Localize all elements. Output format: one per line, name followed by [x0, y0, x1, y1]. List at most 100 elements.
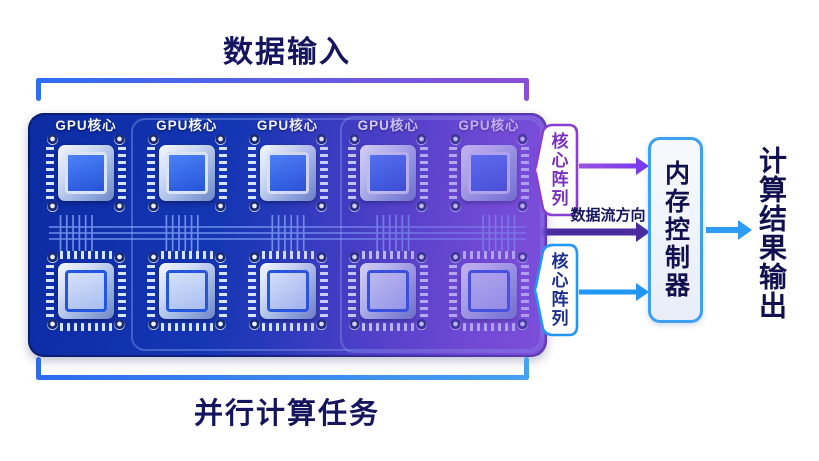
- chip-pins: [348, 265, 357, 317]
- chip-package: [58, 145, 114, 201]
- chip-package: [360, 145, 417, 201]
- chip-package: [158, 145, 215, 201]
- screw-icon: [416, 252, 428, 263]
- screw-icon: [450, 134, 461, 145]
- memory-controller-label: 内存控制器: [661, 160, 690, 300]
- gpu-core-row-bottom: [28, 251, 547, 351]
- screw-icon: [248, 134, 260, 145]
- chip-pins: [319, 265, 328, 317]
- arrow-head-icon: [636, 222, 650, 242]
- callout-shape: [533, 123, 579, 217]
- chip-die: [65, 152, 107, 194]
- bracket-leg-left: [36, 357, 41, 380]
- screw-icon: [416, 319, 428, 330]
- screw-icon: [47, 319, 58, 330]
- screw-icon: [517, 252, 528, 263]
- chip-pins: [46, 147, 54, 199]
- chip-pins: [160, 323, 213, 331]
- chip-pins: [261, 251, 314, 259]
- screw-icon: [315, 319, 327, 330]
- chip-package: [158, 263, 215, 319]
- data-flow-label: 数据流方向: [570, 207, 646, 224]
- bracket-bar: [36, 78, 529, 83]
- arrow-shaft: [706, 227, 741, 233]
- chip-pins: [146, 147, 155, 199]
- chip-pins: [118, 265, 126, 317]
- chip-pins: [160, 251, 213, 259]
- chip-pins: [449, 147, 457, 199]
- chip-pins: [146, 265, 155, 317]
- chip-package: [360, 263, 417, 319]
- chip-pins: [420, 265, 429, 317]
- chip-package: [58, 263, 114, 319]
- screw-icon: [315, 201, 327, 212]
- bracket-leg-right: [524, 78, 529, 101]
- gpu-core-chip: [143, 251, 231, 351]
- chip-package: [461, 145, 517, 201]
- circuit-traces: [48, 215, 527, 251]
- chip-pins: [247, 265, 256, 317]
- chip-pins: [60, 251, 112, 259]
- screw-icon: [349, 252, 361, 263]
- gpu-core-chip: [42, 251, 130, 351]
- chip-die: [165, 270, 208, 312]
- data-input-title: 数据输入: [223, 36, 351, 69]
- chip-body: [449, 251, 529, 331]
- arrow-head-icon: [636, 283, 649, 301]
- arrow-head-icon: [738, 220, 752, 240]
- screw-icon: [147, 319, 159, 330]
- arrow-shaft: [579, 289, 638, 295]
- screw-icon: [248, 201, 260, 212]
- chip-die: [468, 270, 510, 312]
- chip-pins: [118, 147, 126, 199]
- chip-die: [468, 152, 510, 194]
- gpu-core-chip: GPU核心: [445, 118, 533, 215]
- screw-icon: [450, 319, 461, 330]
- chip-pins: [261, 323, 314, 331]
- gpu-core-chip: [244, 251, 332, 351]
- chip-body: [247, 251, 328, 331]
- screw-icon: [47, 252, 58, 263]
- chip-package: [461, 263, 517, 319]
- core-array-top-arrow: [579, 156, 649, 176]
- core-array-label: 核心阵列: [548, 132, 568, 208]
- gpu-board: GPU核心 GPU核心 GPU核心: [28, 113, 547, 357]
- screw-icon: [416, 201, 428, 212]
- bracket-bar: [36, 375, 529, 380]
- board-panel-outline: [340, 116, 544, 353]
- chip-body: [348, 133, 429, 213]
- chip-body: [449, 133, 529, 213]
- screw-icon: [214, 201, 226, 212]
- chip-die: [266, 270, 309, 312]
- screw-icon: [147, 252, 159, 263]
- data-flow-arrow: [541, 221, 650, 243]
- screw-icon: [315, 134, 327, 145]
- screw-icon: [114, 134, 125, 145]
- bracket-leg-right: [524, 357, 529, 380]
- chip-pins: [463, 251, 515, 259]
- chip-pins: [46, 265, 54, 317]
- chip-pins: [60, 323, 112, 331]
- screw-icon: [114, 201, 125, 212]
- data-input-bracket: [36, 78, 529, 101]
- screw-icon: [214, 252, 226, 263]
- gpu-core-label: GPU核心: [55, 118, 117, 133]
- chip-die: [367, 270, 410, 312]
- core-array-label: 核心阵列: [548, 252, 568, 328]
- chip-package: [259, 145, 316, 201]
- gpu-core-chip: [445, 251, 533, 351]
- screw-icon: [114, 252, 125, 263]
- chip-package: [259, 263, 316, 319]
- screw-icon: [416, 134, 428, 145]
- board-panel-outline: [131, 118, 542, 351]
- chip-pins: [218, 265, 227, 317]
- screw-icon: [349, 319, 361, 330]
- parallel-task-bracket: [36, 357, 529, 380]
- output-result-label: 计算结果输出: [756, 145, 787, 320]
- screw-icon: [147, 201, 159, 212]
- gpu-core-chip: GPU核心: [143, 118, 231, 215]
- screw-icon: [248, 252, 260, 263]
- chip-pins: [348, 147, 357, 199]
- screw-icon: [214, 134, 226, 145]
